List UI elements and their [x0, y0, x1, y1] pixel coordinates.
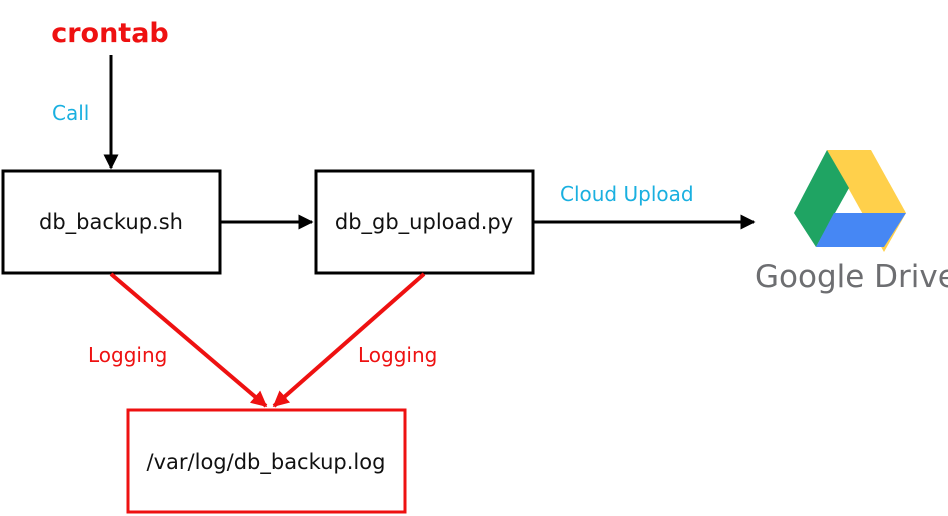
upload-script-label: db_gb_upload.py [335, 210, 513, 235]
drive-green-segment [794, 150, 849, 247]
backup-script-label: db_backup.sh [39, 210, 183, 235]
google-drive-label: Google Drive [755, 259, 948, 295]
upload-script-box [314, 169, 535, 275]
cloud-upload-label: Cloud Upload [560, 182, 694, 206]
log-file-label: /var/log/db_backup.log [147, 450, 386, 475]
crontab-label: crontab [51, 18, 169, 49]
logging-label-left: Logging [88, 343, 167, 367]
call-label: Call [52, 101, 89, 125]
log-file-box [126, 408, 407, 514]
drive-blue-segment [816, 213, 906, 247]
google-drive-icon [794, 150, 906, 252]
logging-label-right: Logging [358, 343, 437, 367]
logging-arrow-left [109, 272, 268, 408]
logging-arrow-right [272, 272, 426, 408]
